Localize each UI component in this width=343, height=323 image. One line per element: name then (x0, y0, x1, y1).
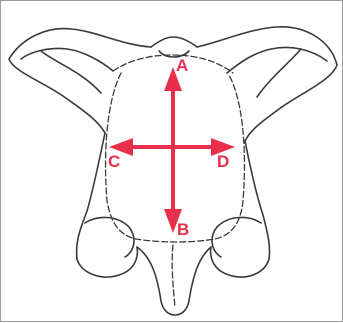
symphysis-line (172, 245, 175, 307)
left-pubic-ramus (77, 217, 137, 277)
right-pelvic-wall (245, 141, 270, 259)
sacrum (151, 37, 197, 57)
label-b: B (177, 220, 189, 239)
anteroposterior-arrow (164, 67, 182, 233)
label-c: C (108, 152, 120, 171)
left-iliac-wing (9, 29, 151, 133)
label-d: D (217, 152, 229, 171)
right-pubic-ramus (211, 217, 269, 277)
left-pelvic-wall (77, 133, 105, 259)
right-iliac-inner (257, 49, 301, 97)
label-a: A (176, 56, 188, 75)
pubic-symphysis (137, 247, 211, 315)
